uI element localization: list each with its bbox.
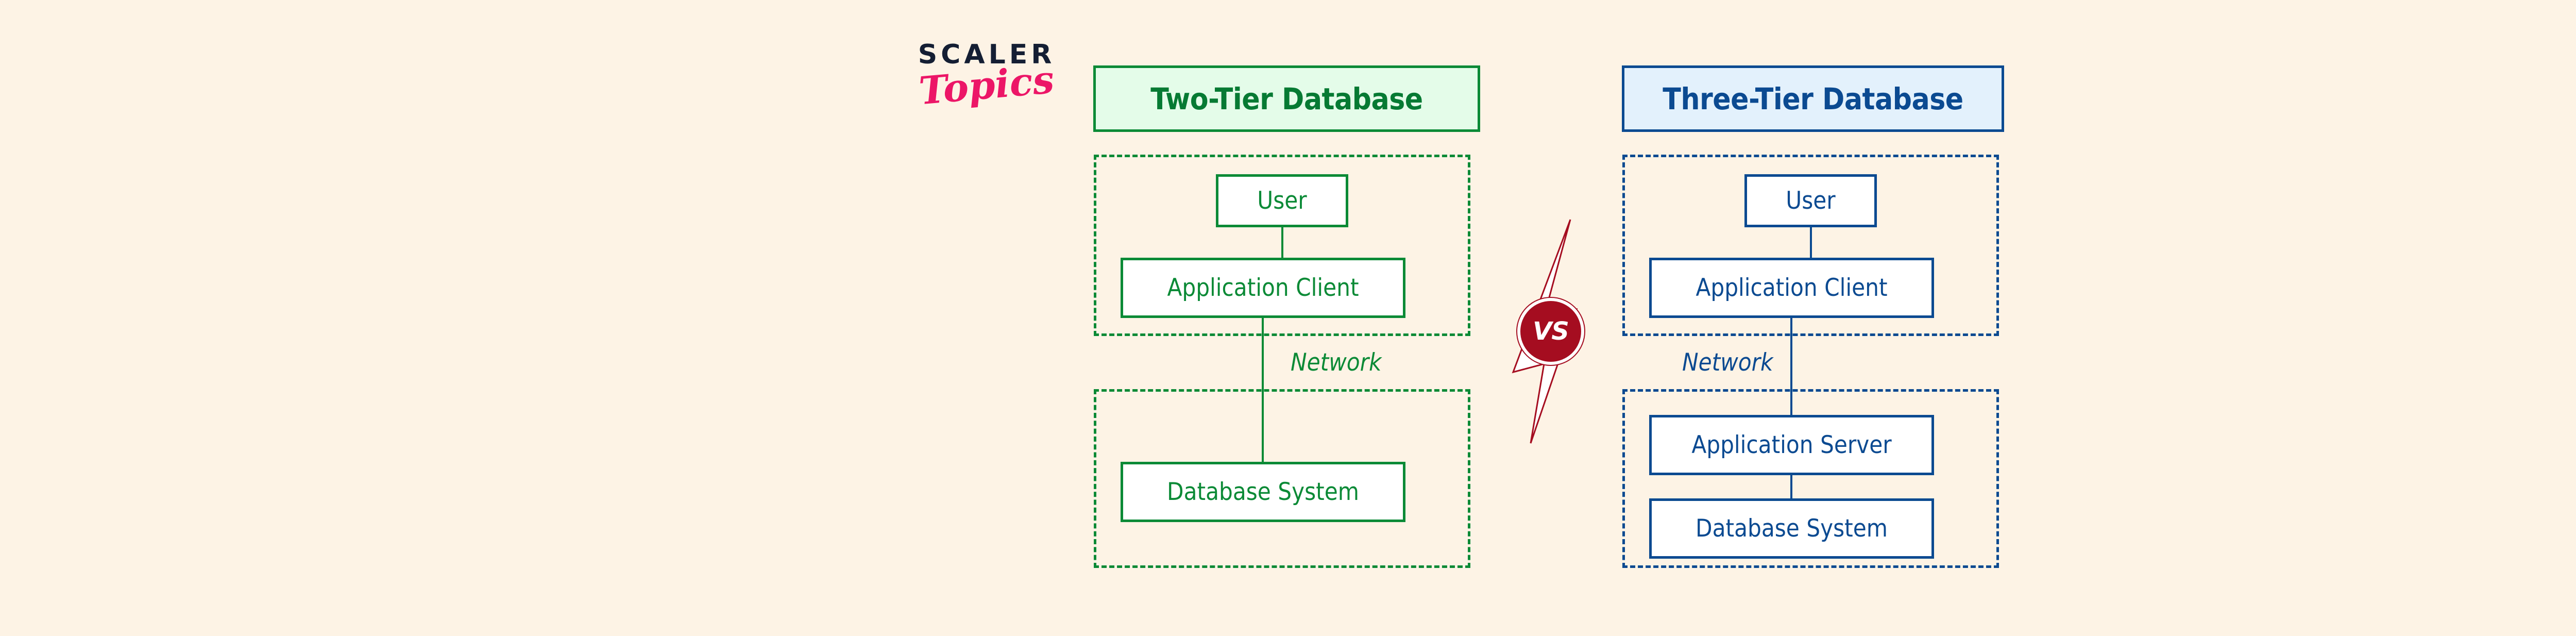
three-tier-title-label: Three-Tier Database bbox=[1663, 81, 1963, 116]
two-tier-network-label: Network bbox=[1291, 348, 1382, 377]
two-tier-title-label: Two-Tier Database bbox=[1150, 81, 1423, 116]
two-tier-node-application-client-label: Application Client bbox=[1167, 274, 1359, 302]
three-tier-node-application-server: Application Server bbox=[1649, 415, 1934, 475]
three-tier-title-box: Three-Tier Database bbox=[1622, 65, 2004, 132]
three-tier-node-application-server-label: Application Server bbox=[1691, 431, 1892, 459]
versus-badge: VS bbox=[1497, 215, 1605, 447]
three-tier-client-tier-container bbox=[1622, 155, 1999, 336]
three-tier-node-database-system-label: Database System bbox=[1696, 514, 1888, 543]
three-tier-network-label: Network bbox=[1682, 348, 1773, 377]
two-tier-data-tier-container bbox=[1094, 389, 1470, 568]
two-tier-title-box: Two-Tier Database bbox=[1093, 65, 1480, 132]
versus-circle: VS bbox=[1517, 298, 1584, 365]
three-tier-node-database-system: Database System bbox=[1649, 498, 1934, 559]
three-tier-node-application-client: Application Client bbox=[1649, 258, 1934, 318]
two-tier-node-database-system: Database System bbox=[1121, 462, 1405, 522]
three-tier-connector-client-to-app-server bbox=[1790, 315, 1792, 417]
logo-wordmark: SCALER bbox=[918, 39, 1056, 70]
three-tier-connector-user-to-client bbox=[1810, 226, 1812, 260]
three-tier-connector-app-server-to-database bbox=[1790, 473, 1792, 501]
three-tier-server-tier-container bbox=[1622, 389, 1999, 568]
two-tier-node-user-label: User bbox=[1257, 187, 1307, 215]
two-tier-node-application-client: Application Client bbox=[1121, 258, 1405, 318]
two-tier-client-tier-container bbox=[1094, 155, 1470, 336]
versus-label: VS bbox=[1533, 317, 1569, 346]
three-tier-node-application-client-label: Application Client bbox=[1696, 274, 1888, 302]
two-tier-connector-user-to-client bbox=[1281, 226, 1283, 260]
three-tier-node-user-label: User bbox=[1786, 187, 1836, 215]
two-tier-node-database-system-label: Database System bbox=[1167, 478, 1359, 506]
two-tier-connector-client-to-database bbox=[1262, 315, 1264, 465]
two-tier-node-user: User bbox=[1216, 174, 1348, 227]
scaler-topics-logo: SCALER Topics bbox=[899, 41, 1074, 129]
three-tier-node-user: User bbox=[1744, 174, 1877, 227]
